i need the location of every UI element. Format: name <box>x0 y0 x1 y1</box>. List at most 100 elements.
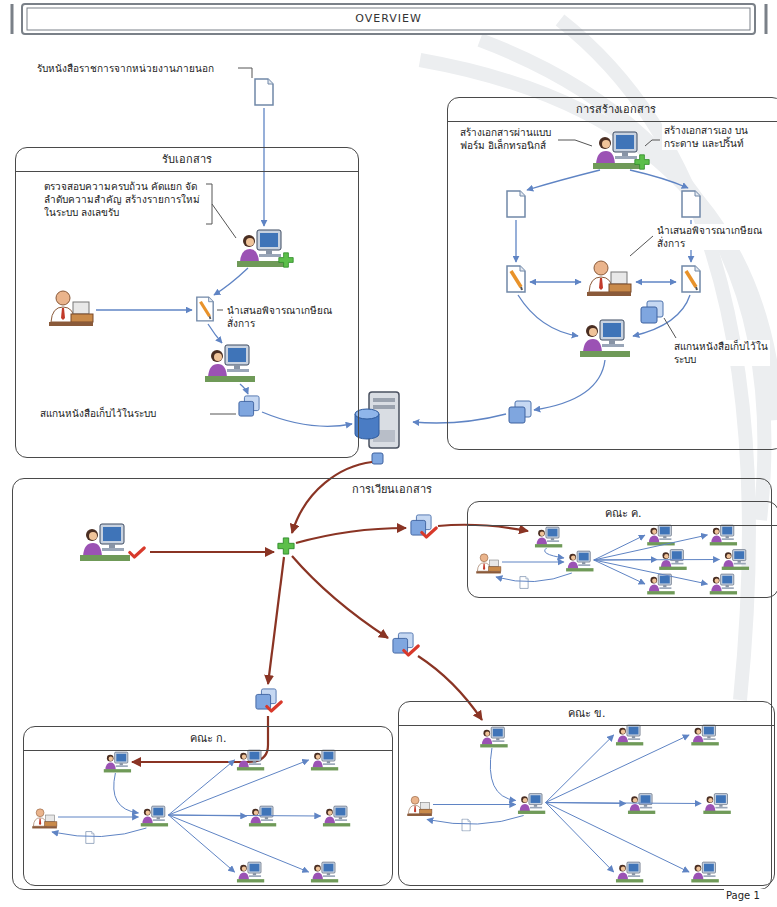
woman-icon <box>249 806 277 826</box>
g-shape <box>12 4 766 34</box>
chk-icon <box>130 548 144 557</box>
woman-icon <box>518 794 546 814</box>
region-heading: คณะ ก. <box>24 727 392 751</box>
woman-icon <box>628 794 656 814</box>
path-shape <box>413 414 506 423</box>
callout-label: สร้างเอกสารผ่านแบบฟอร์ม อิเล็กทรอนิกส์ <box>458 126 556 152</box>
woman-icon <box>710 574 738 594</box>
woman-icon <box>237 750 265 770</box>
path-shape <box>150 551 274 553</box>
callout-label: รับหนังสือราชการจากหน่วยงานภายนอก <box>35 62 235 75</box>
path-shape <box>210 414 236 415</box>
man-icon <box>587 261 631 296</box>
doc-icon <box>255 79 273 105</box>
path-shape <box>52 828 146 837</box>
path-shape <box>168 815 234 872</box>
callout-label: สแกนหนังสือเก็บไว้ในระบบ <box>672 340 770 366</box>
region-heading: การเวียนเอกสาร <box>346 481 438 498</box>
path-shape <box>96 309 192 310</box>
path-shape <box>292 556 388 638</box>
woman-icon <box>710 525 738 545</box>
woman-icon <box>237 862 265 882</box>
group-box: คณะ ก. <box>23 726 393 886</box>
pen-icon <box>507 266 525 292</box>
callout-label: นำเสนอพิจารณาเกษียณสั่งการ <box>225 304 343 330</box>
woman-icon <box>647 574 675 594</box>
woman-icon <box>691 725 719 745</box>
woman-icon <box>141 806 169 826</box>
man-icon <box>32 809 57 829</box>
callout-label: นำเสนอพิจารณาเกษียณสั่งการ <box>655 224 767 250</box>
doc-icon <box>682 191 700 217</box>
path-shape <box>240 384 248 394</box>
scan-icon <box>641 301 663 323</box>
path-shape <box>546 803 701 804</box>
man-icon <box>49 291 93 326</box>
woman-icon <box>691 862 719 882</box>
path-shape <box>515 220 516 262</box>
path-shape <box>217 310 223 311</box>
chk-icon <box>267 702 281 711</box>
chk-icon <box>404 646 418 655</box>
woman-icon <box>647 525 675 545</box>
g-shape <box>206 68 676 414</box>
path-shape <box>502 562 564 563</box>
region-heading: คณะ ค. <box>468 502 777 526</box>
path-shape <box>496 573 572 582</box>
path-shape <box>633 295 690 336</box>
path-shape <box>58 817 138 818</box>
path-shape <box>645 140 660 146</box>
man-icon <box>407 796 432 816</box>
path-shape <box>206 184 236 238</box>
woman-icon <box>311 750 339 770</box>
doc-icon <box>462 819 470 831</box>
path-shape <box>168 760 308 815</box>
path-shape <box>296 528 406 543</box>
g-shape <box>132 462 528 762</box>
plus-icon <box>279 253 293 267</box>
path-shape <box>418 656 482 720</box>
man-icon <box>476 554 501 574</box>
path-shape <box>546 803 689 873</box>
server-icon <box>355 392 399 448</box>
path-shape <box>263 108 264 226</box>
title-text: OVERVIEW <box>349 12 428 25</box>
path-shape <box>433 804 516 805</box>
path-shape <box>594 559 720 561</box>
doc-icon <box>520 577 528 589</box>
path-shape <box>262 412 352 426</box>
path-shape <box>636 281 676 282</box>
woman-icon <box>535 527 563 547</box>
path-shape <box>527 170 600 190</box>
path-shape <box>268 557 284 684</box>
region-heading: คณะ ข. <box>399 702 774 726</box>
path-shape <box>664 318 676 338</box>
path-shape <box>168 815 308 872</box>
woman-icon <box>311 862 339 882</box>
scan-icon <box>239 396 259 416</box>
region-heading: การสร้างเอกสาร <box>448 98 777 122</box>
path-shape <box>630 236 653 256</box>
path-shape <box>594 535 708 560</box>
woman-icon <box>480 727 508 747</box>
path-shape <box>545 548 564 558</box>
path-shape <box>546 735 689 803</box>
chk-icon <box>422 528 436 537</box>
woman-icon <box>580 320 630 357</box>
path-shape <box>518 295 578 336</box>
woman-icon <box>616 862 644 882</box>
rect-shape <box>27 8 750 30</box>
g-shape <box>420 20 777 700</box>
woman-icon <box>703 794 731 814</box>
path-shape <box>214 268 248 295</box>
path-shape <box>427 816 524 825</box>
path-shape <box>594 535 645 560</box>
scan-icon <box>509 401 531 423</box>
pen-icon <box>682 266 700 292</box>
path-shape <box>558 140 592 146</box>
rect-shape <box>372 453 383 464</box>
title-banner: OVERVIEW <box>0 12 777 25</box>
path-shape <box>594 560 645 584</box>
woman-icon <box>566 551 594 571</box>
